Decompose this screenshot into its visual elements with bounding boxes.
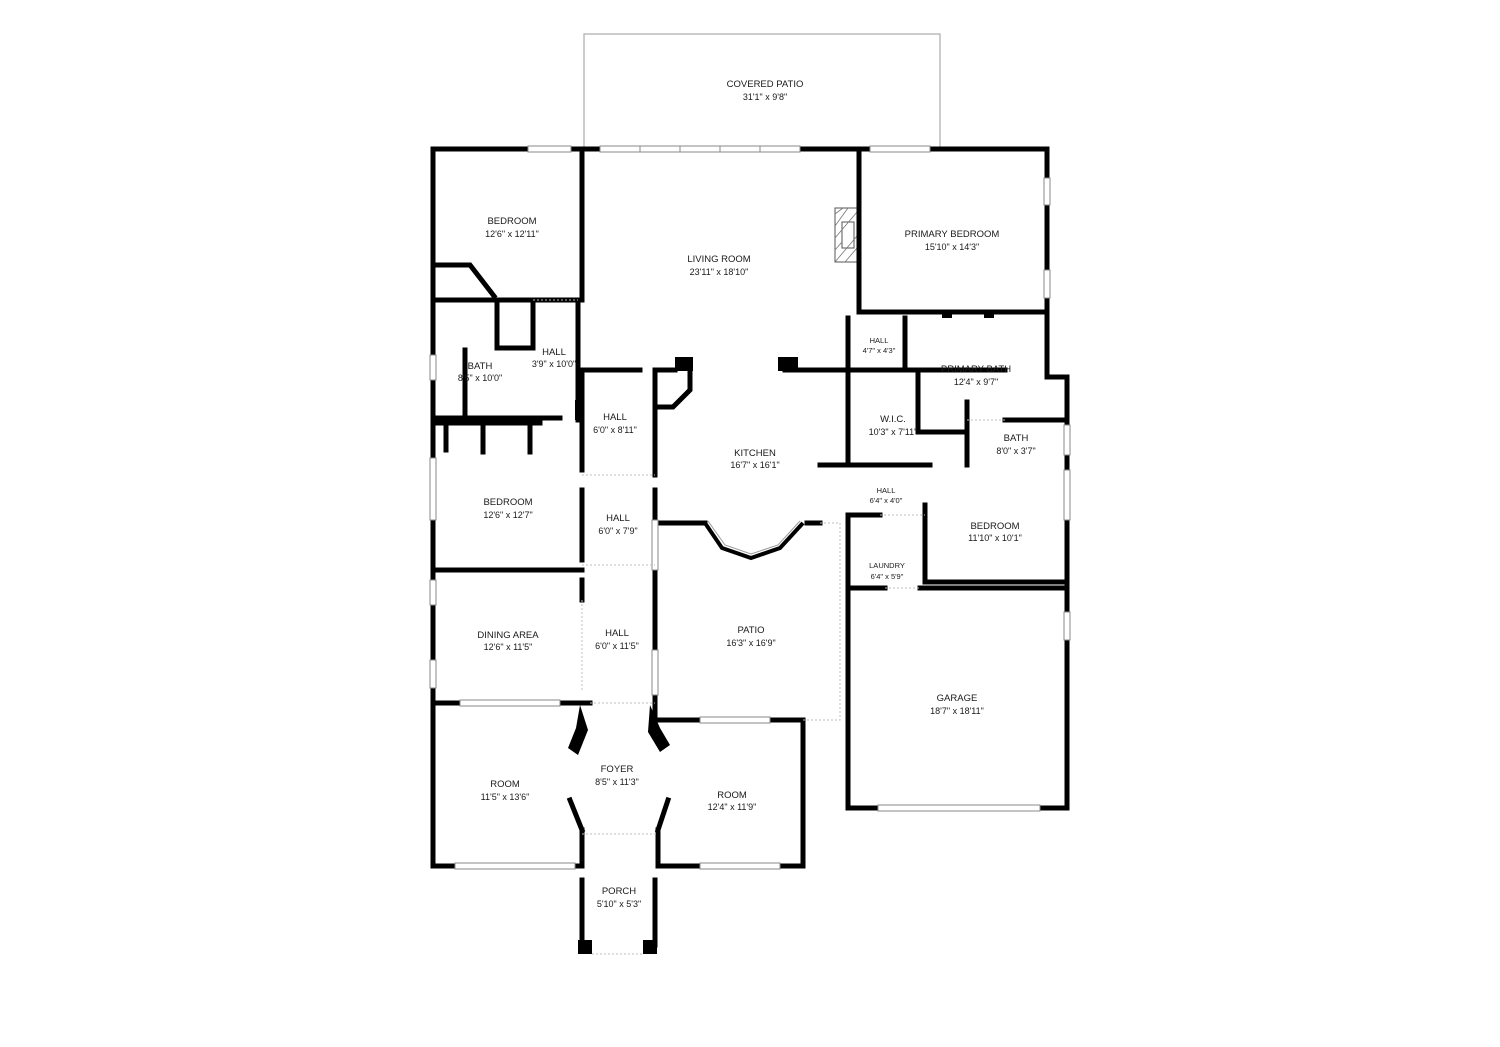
hall-4-label: HALL <box>606 513 630 524</box>
patio-label: PATIO <box>737 625 764 636</box>
openings <box>533 299 1005 955</box>
wic-label: W.I.C. <box>880 414 906 425</box>
porch-label: PORCH <box>602 886 636 897</box>
columns <box>575 312 994 954</box>
bedroom-3-dims: 11'10" x 10'1" <box>968 533 1022 543</box>
covered-patio-label: COVERED PATIO <box>727 79 804 90</box>
bath-2-dims: 8'0" x 3'7" <box>996 446 1035 456</box>
room-1-dims: 11'5" x 13'6" <box>481 792 530 802</box>
room-1-label: ROOM <box>490 779 520 790</box>
room-labels: COVERED PATIO 31'1" x 9'8" BEDROOM 12'6"… <box>458 79 1036 909</box>
kitchen-bay-window <box>703 520 805 561</box>
windows <box>429 145 1071 870</box>
bath-1-dims: 8'5" x 10'0" <box>458 373 502 383</box>
hall-2-label: HALL <box>870 336 889 345</box>
primary-bedroom-label: PRIMARY BEDROOM <box>905 229 1000 240</box>
bedroom-1-dims: 12'6" x 12'11" <box>485 229 539 239</box>
bedroom-2-dims: 12'6" x 12'7" <box>483 510 532 520</box>
garage-label: GARAGE <box>937 693 978 704</box>
room-2-dims: 12'4" x 11'9" <box>708 802 757 812</box>
wic-dims: 10'3" x 7'11" <box>869 427 918 437</box>
dining-area-label: DINING AREA <box>477 630 539 641</box>
living-room-label: LIVING ROOM <box>687 254 750 265</box>
dining-area-dims: 12'6" x 11'5" <box>484 642 533 652</box>
hall-3-dims: 6'0" x 8'11" <box>593 425 637 435</box>
laundry-label: LAUNDRY <box>869 561 905 570</box>
kitchen-label: KITCHEN <box>734 448 776 459</box>
bath-2-label: BATH <box>1004 433 1029 444</box>
hall-1-label: HALL <box>542 347 566 358</box>
living-room-dims: 23'11" x 18'10" <box>690 267 749 277</box>
hall-3-label: HALL <box>603 412 627 423</box>
hall-6-dims: 6'0" x 11'5" <box>595 641 639 651</box>
primary-bedroom-dims: 15'10" x 14'3" <box>925 242 979 252</box>
hall-5-label: HALL <box>877 486 896 495</box>
hall-2-dims: 4'7" x 4'3" <box>863 346 896 355</box>
hall-6-label: HALL <box>605 628 629 639</box>
bedroom-2-label: BEDROOM <box>483 497 532 508</box>
covered-patio-dims: 31'1" x 9'8" <box>743 92 787 102</box>
hall-5-dims: 6'4" x 4'0" <box>870 496 903 505</box>
foyer-label: FOYER <box>601 764 634 775</box>
hall-4-dims: 6'0" x 7'9" <box>598 526 637 536</box>
patio-dims: 16'3" x 16'9" <box>726 638 775 648</box>
covered-patio-outline <box>583 33 941 147</box>
fireplace-icon <box>834 207 858 263</box>
bedroom-1-label: BEDROOM <box>487 216 536 227</box>
bath-1-label: BATH <box>468 361 493 372</box>
foyer-angled-walls <box>566 705 672 834</box>
porch-dims: 5'10" x 5'3" <box>597 899 641 909</box>
primary-bath-label: PRIMARY BATH <box>941 364 1011 375</box>
kitchen-dims: 16'7" x 16'1" <box>730 460 779 470</box>
garage-dims: 18'7" x 18'11" <box>930 706 984 716</box>
walls <box>430 146 1070 948</box>
laundry-dims: 6'4" x 5'9" <box>871 572 904 581</box>
hall-1-dims: 3'9" x 10'0" <box>532 359 576 369</box>
primary-bath-dims: 12'4" x 9'7" <box>954 377 998 387</box>
foyer-dims: 8'5" x 11'3" <box>595 777 639 787</box>
bedroom-3-label: BEDROOM <box>970 521 1019 532</box>
room-2-label: ROOM <box>717 790 747 801</box>
